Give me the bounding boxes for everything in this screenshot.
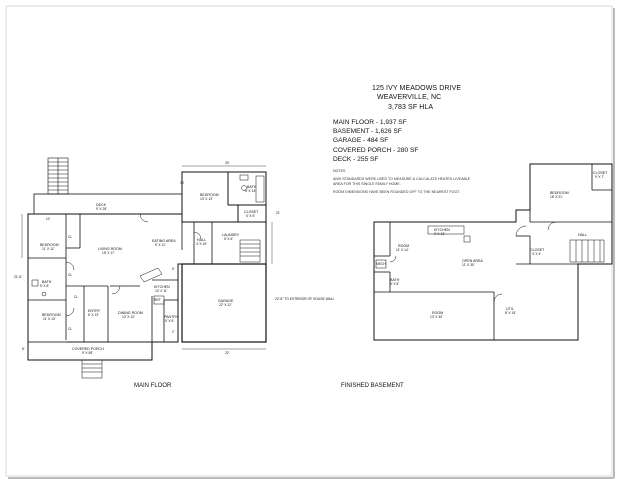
room-dim: 9' X 7' <box>595 175 604 179</box>
room-dim: 9' X 55' <box>82 351 93 355</box>
room-dim: 11' X 12' <box>42 247 55 251</box>
room-dim: 6' X 14' <box>245 189 256 193</box>
room-dim: 5' X 8' <box>390 282 399 286</box>
main-floor-caption: MAIN FLOOR <box>134 383 172 389</box>
dimension-label: 12' <box>46 217 51 221</box>
stat-garage: GARAGE - 484 SF <box>333 137 389 144</box>
dimension-label: 21' <box>276 211 281 215</box>
room-dim: 18' X 21' <box>550 195 563 199</box>
main-floor-plan <box>21 157 273 379</box>
room-label: BATH <box>247 185 257 189</box>
main-floor-labels: BEDROOM 13' X 13' BATH 6' X 14' CLOSET 5… <box>14 161 335 389</box>
room-dim: 9' X 28' <box>96 207 107 211</box>
room-label: CLOSET <box>244 210 259 214</box>
room-label: DECK <box>96 203 107 207</box>
city-line: WEAVERVILLE, NC <box>377 94 442 101</box>
room-label: CLOSET <box>530 248 545 252</box>
closet-tag: CL <box>68 235 72 239</box>
room-label: BEDROOM <box>42 313 61 317</box>
notes-line-1: ANSI STANDARDS WERE USED TO MEASURE & CA… <box>333 177 471 181</box>
closet-tag: CL <box>68 327 72 331</box>
room-dim: 22' X 22' <box>219 303 232 307</box>
dimension-label: 22' <box>225 351 230 355</box>
room-label: COVERED PORCH <box>72 347 104 351</box>
room-dim: 5' X 8' <box>40 284 49 288</box>
room-dim: 15' X 17' <box>102 251 115 255</box>
covered-porch-outline <box>27 341 153 361</box>
room-label: BEDROOM <box>550 191 569 195</box>
mech-tag: MECH <box>376 262 386 266</box>
dimension-label: 5' <box>172 267 175 271</box>
room-dim: 5' X 6' <box>165 319 174 323</box>
room-dim: 5' X 6' <box>224 237 233 241</box>
room-label: KITCHEN <box>434 228 450 232</box>
room-dim: 10' X 11' <box>155 289 168 293</box>
notes-line-2: AREA FOR THIS SINGLE FAMILY HOME. <box>333 182 401 186</box>
room-label: ENTRY <box>88 309 101 313</box>
stat-basement: BASEMENT - 1,626 SF <box>333 128 402 135</box>
ref-tag: REF <box>154 298 161 302</box>
room-label: HALL <box>197 238 206 242</box>
room-label: OPEN AREA <box>462 259 483 263</box>
room-dim: 9' X 11' <box>155 243 166 247</box>
room-label: BATH <box>42 280 52 284</box>
room-dim: 11' X 13' <box>43 317 56 321</box>
room-dim: 13' X 30' <box>430 315 443 319</box>
deck-outline <box>33 193 183 215</box>
notes-line-3: ROOM DIMENSIONS HAVE BEEN ROUNDED OFF TO… <box>333 190 461 194</box>
stat-deck: DECK - 255 SF <box>333 156 379 163</box>
dimension-label: 30' <box>225 161 230 165</box>
dimension-note: 22'-8" TO EXTERIOR OF HOUSE WALL <box>275 297 335 301</box>
dimension-label: 10' <box>180 181 185 185</box>
room-label: EATING AREA <box>152 239 176 243</box>
room-dim: 9' X 13' <box>434 232 445 236</box>
room-dim: 6' X 13' <box>88 313 99 317</box>
basement-plan <box>373 163 613 341</box>
room-label: CLOSET <box>593 171 608 175</box>
room-dim: 4' X 19' <box>196 242 207 246</box>
room-label: ROOM <box>398 244 409 248</box>
dimension-label: 2' <box>172 330 175 334</box>
room-label: PANTRY <box>164 315 179 319</box>
garage-outline <box>181 263 267 343</box>
room-label: KITCHEN <box>154 285 170 289</box>
stat-covered-porch: COVERED PORCH - 280 SF <box>333 147 419 154</box>
room-dim: 13' X 13' <box>200 197 213 201</box>
room-dim: 5' X 5' <box>246 214 255 218</box>
room-dim: 11' X 30' <box>462 263 475 267</box>
stat-main-floor: MAIN FLOOR - 1,937 SF <box>333 119 407 126</box>
basement-caption: FINISHED BASEMENT <box>341 383 404 389</box>
notes-title: NOTES <box>333 169 346 173</box>
room-label: HALL <box>578 233 587 237</box>
room-dim: 3' X 4' <box>532 252 541 256</box>
room-label: GARAGE <box>218 299 234 303</box>
closet-tag: CL <box>68 273 72 277</box>
room-label: LIVING ROOM <box>98 247 122 251</box>
room-label: DINING ROOM <box>118 311 143 315</box>
room-dim: 13' X 13' <box>122 315 135 319</box>
basement-outline <box>373 163 613 341</box>
dimension-label: 8' <box>22 347 25 351</box>
basement-labels: BEDROOM 18' X 21' CLOSET 9' X 7' HALL KI… <box>341 171 608 389</box>
address-line: 125 IVY MEADOWS DRIVE <box>372 85 462 92</box>
room-dim: 11' X 14' <box>396 248 409 252</box>
dimension-label: 21'-6" <box>14 275 23 279</box>
room-label: BEDROOM <box>200 193 219 197</box>
room-label: BATH <box>390 278 400 282</box>
room-dim: 8' X 15' <box>505 311 516 315</box>
room-label: LAUNDRY <box>222 233 240 237</box>
exterior-stairs-top <box>47 157 69 195</box>
room-label: UTIL <box>506 307 514 311</box>
closet-tag: CL <box>74 295 78 299</box>
hla-line: 3,783 SF HLA <box>388 104 434 111</box>
room-label: BEDROOM <box>40 243 59 247</box>
room-label: ROOM <box>432 311 443 315</box>
